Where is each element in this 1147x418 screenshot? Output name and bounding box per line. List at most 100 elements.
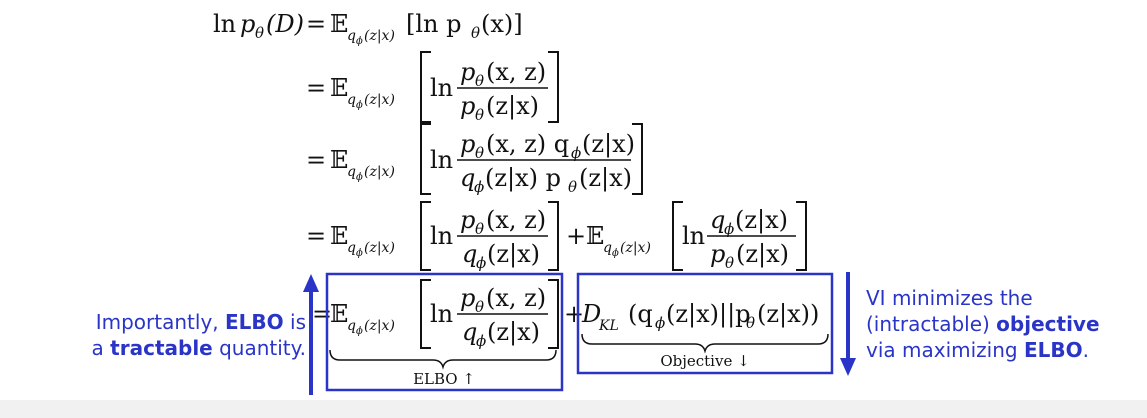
left-bracket (420, 51, 431, 123)
subscript-q: q (347, 318, 356, 334)
line4-t1-den-phi: ϕ (476, 254, 486, 272)
elbo-emphasis: ELBO (225, 310, 284, 334)
line4-t2-den-arg: (z|x) (736, 240, 789, 269)
expectation-symbol: 𝔼 (330, 146, 348, 174)
line1-equals: = (306, 10, 326, 38)
line3-num-arg: (x, z) q (486, 130, 569, 158)
left-note-text: Importantly, (95, 310, 225, 334)
line3-den-q: q (460, 164, 475, 192)
right-note-text: . (1082, 338, 1089, 362)
kl-mid: (z|x)||p (666, 300, 751, 329)
kl-theta: θ (746, 314, 755, 332)
left-bracket (420, 201, 431, 271)
left-note-text: quantity. (212, 336, 306, 360)
lhs-arg: (D) (266, 10, 304, 38)
lhs-ln: ln (213, 10, 236, 38)
objective-underbrace (581, 333, 829, 354)
line4-t2-den-p: p (710, 240, 725, 268)
subscript-arg: (z|x) (364, 318, 395, 334)
line2-num-theta: θ (475, 72, 484, 90)
subscript-arg: (z|x) (364, 92, 395, 108)
line5-den-arg: (z|x) (487, 318, 540, 347)
line2-num-p: p (460, 58, 475, 86)
subscript-arg: (z|x) (364, 164, 395, 180)
line-1: ln p θ (D) = 𝔼 q ϕ (z|x) [ln p θ (x)] (213, 10, 523, 47)
line3-den-theta: θ (568, 178, 577, 196)
right-bracket (548, 201, 559, 271)
objective-box (576, 272, 834, 375)
subscript-arg: (z|x) (364, 240, 395, 256)
line4-plus: + (566, 222, 586, 250)
subscript-q: q (347, 164, 356, 180)
line2-den-arg: (z|x) (486, 92, 539, 121)
elbo-up-arrow (303, 274, 319, 395)
subscript-q: q (347, 240, 356, 256)
line4-t2-num-phi: ϕ (724, 220, 734, 238)
subscript-phi: ϕ (356, 248, 363, 259)
subscript-arg: (z|x) (620, 240, 651, 256)
subscript-arg: (z|x) (364, 28, 395, 44)
left-annotation-line-1: Importantly, ELBO is (84, 309, 306, 335)
objective-label: Objective ↓ (660, 352, 749, 370)
line5-den-q: q (462, 318, 477, 346)
subscript-phi: ϕ (612, 248, 619, 259)
right-note-text: via maximizing (866, 338, 1024, 362)
line4-t2-ln: ln (682, 222, 705, 250)
line2-ln: ln (430, 74, 453, 102)
line2-equals: = (306, 74, 326, 102)
elbo-label: ELBO ↑ (413, 370, 475, 388)
right-bracket (796, 201, 807, 271)
bottom-bar (0, 400, 1147, 418)
left-bracket (420, 123, 431, 195)
subscript-phi: ϕ (356, 326, 363, 337)
line1-rhs-end: (x)] (481, 10, 523, 38)
right-bracket (548, 279, 559, 349)
line4-t1-num-arg: (x, z) (486, 206, 546, 234)
left-annotation: Importantly, ELBO is a tractable quantit… (84, 309, 306, 361)
elbo-emphasis: ELBO (1023, 338, 1083, 362)
line4-t1-den-arg: (z|x) (487, 240, 540, 269)
line4-t2-den-theta: θ (725, 254, 734, 272)
subscript-q: q (347, 92, 356, 108)
line5-ln: ln (430, 300, 453, 328)
kl-end: (z|x)) (757, 300, 819, 329)
left-bracket (420, 279, 431, 349)
kl-open: (q (628, 300, 653, 328)
subscript-q: q (347, 28, 356, 44)
line3-num-arg2: (z|x) (582, 130, 635, 159)
line3-den-arg2: (z|x) (579, 164, 632, 193)
line-4: = 𝔼 q ϕ (z|x) ln p θ (x, z) q ϕ (z|x) + … (306, 201, 807, 272)
line3-ln: ln (430, 146, 453, 174)
right-annotation: VI minimizes the (intractable) objective… (866, 285, 1126, 363)
right-annotation-line-1: VI minimizes the (866, 286, 1033, 310)
expectation-symbol: 𝔼 (330, 74, 348, 102)
line3-den-arg: (z|x) p (485, 164, 561, 193)
kl-subscript: KL (598, 318, 619, 334)
left-bracket (672, 201, 683, 271)
expectation-symbol: 𝔼 (586, 222, 604, 250)
line4-t1-den-q: q (462, 240, 477, 268)
lhs-theta: θ (255, 24, 264, 42)
line5-num-theta: θ (475, 298, 484, 316)
line-3: = 𝔼 q ϕ (z|x) ln p θ (x, z) q ϕ (z|x) q … (306, 123, 643, 196)
right-bracket (548, 51, 559, 123)
slide: ln p θ (D) = 𝔼 q ϕ (z|x) [ln p θ (x)] = … (213, 10, 856, 395)
line3-equals: = (306, 146, 326, 174)
line2-den-p: p (460, 92, 475, 120)
line4-t1-num-theta: θ (475, 220, 484, 238)
subscript-q: q (603, 240, 612, 256)
line-2: = 𝔼 q ϕ (z|x) ln p θ (x, z) p θ (z|x) (306, 51, 559, 124)
right-annotation-line-3: via maximizing ELBO. (866, 337, 1126, 363)
line3-num-phi: ϕ (571, 144, 581, 162)
expectation-symbol: 𝔼 (330, 10, 348, 38)
left-note-text: is (283, 310, 306, 334)
line4-t1-ln: ln (430, 222, 453, 250)
subscript-phi: ϕ (356, 36, 363, 47)
objective-down-arrow (840, 272, 856, 376)
elbo-box (325, 272, 564, 392)
line2-num-arg: (x, z) (486, 58, 546, 86)
line2-den-theta: θ (475, 106, 484, 124)
elbo-underbrace (329, 349, 557, 370)
line5-den-phi: ϕ (476, 332, 486, 350)
line1-rhs: [ln p (406, 10, 462, 38)
